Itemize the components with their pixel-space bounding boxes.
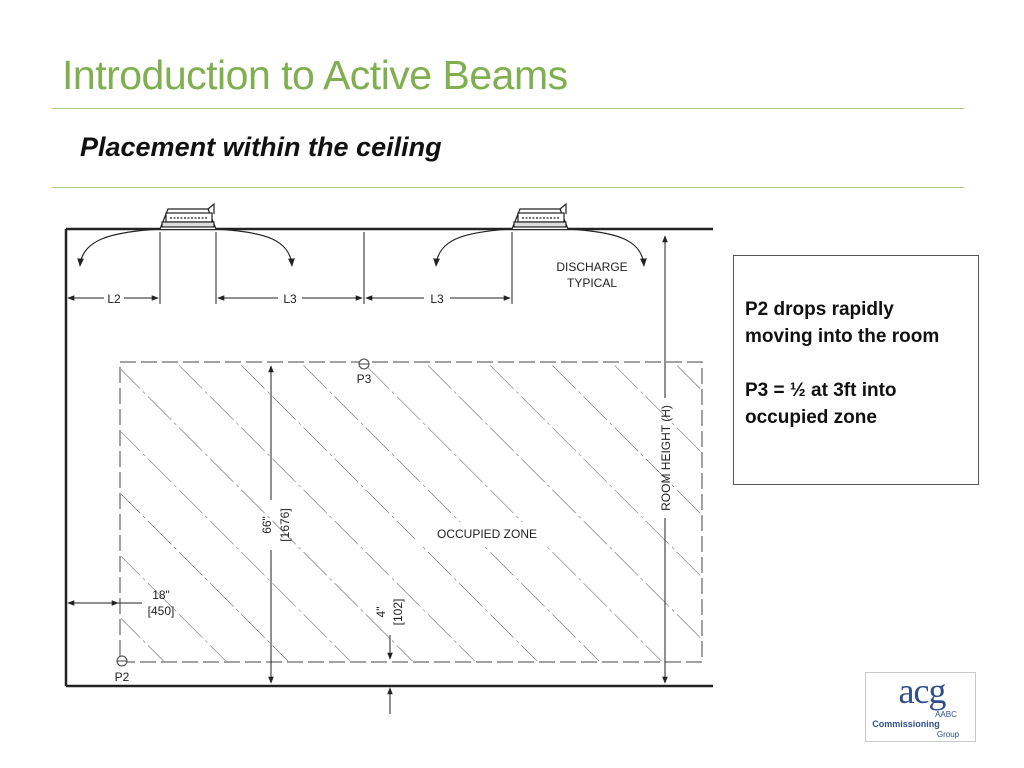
label-p2: P2 (115, 670, 130, 684)
label-450: [450] (148, 604, 175, 618)
logo-line2: Commissioning (872, 719, 940, 729)
title-divider (52, 108, 964, 109)
subtitle-divider (52, 187, 964, 188)
label-room-height: ROOM HEIGHT (H) (659, 405, 673, 511)
logo-line3: Group (937, 730, 960, 739)
label-l3-left: L3 (283, 292, 297, 306)
label-66: 66" (260, 516, 274, 534)
point-p2-marker (116, 655, 128, 667)
slide-title: Introduction to Active Beams (62, 52, 568, 98)
point-p3-marker (358, 358, 370, 370)
extension-lines (159, 232, 513, 304)
discharge-arcs (77, 228, 647, 267)
label-102: [102] (391, 599, 405, 626)
notes-box: P2 drops rapidly moving into the room P3… (733, 255, 979, 485)
label-typical: TYPICAL (567, 276, 617, 290)
slide-subtitle: Placement within the ceiling (80, 132, 442, 162)
label-l3-right: L3 (430, 292, 444, 306)
occupied-zone (119, 361, 703, 663)
active-beam-left (159, 202, 217, 230)
label-18: 18" (152, 588, 170, 602)
label-occupied-zone: OCCUPIED ZONE (437, 527, 537, 541)
label-4: 4" (374, 607, 388, 618)
logo-mark-text: acg (899, 673, 947, 711)
logo-line1: AABC (935, 710, 957, 719)
note-p3: P3 = ½ at 3ft into occupied zone (745, 380, 897, 428)
note-p2: P2 drops rapidly moving into the room (745, 299, 940, 347)
acg-logo: acg AABC Commissioning Group (865, 671, 976, 742)
label-1676: [1676] (278, 508, 292, 541)
label-discharge: DISCHARGE (556, 260, 627, 274)
active-beam-right (511, 202, 569, 230)
label-p3: P3 (357, 372, 372, 386)
acg-logo-mark: acg AABC Commissioning Group (872, 671, 960, 739)
label-l2: L2 (107, 292, 121, 306)
